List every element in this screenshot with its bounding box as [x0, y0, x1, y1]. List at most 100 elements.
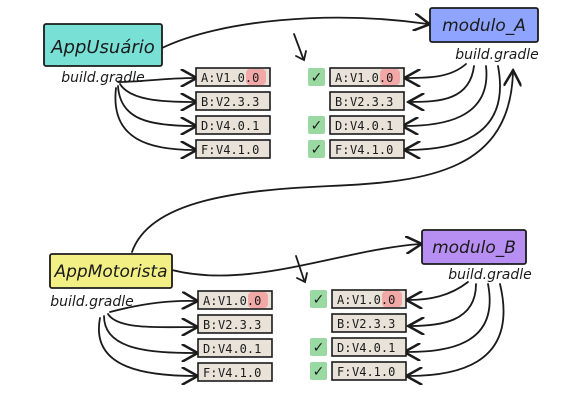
- dependency-module-name: F:: [201, 143, 215, 157]
- dependency-row: F:V4.1.0: [197, 362, 273, 382]
- dependency-tag: [197, 338, 273, 358]
- node-app-usuario-build-gradle: build.gradle: [61, 70, 145, 86]
- check-icon: ✓: [313, 292, 325, 308]
- dependency-module-name: F:: [203, 366, 217, 380]
- dependency-module-name: B:: [335, 95, 349, 109]
- dependency-version: V1.0.0: [216, 71, 259, 85]
- dependency-module-name: A:: [203, 294, 217, 308]
- check-icon: ✓: [313, 364, 325, 380]
- dependency-row: B:V2.3.3: [197, 314, 273, 334]
- dependency-row: ✓ A:V1.0.0: [310, 289, 407, 309]
- check-badge: [308, 140, 325, 158]
- node-module-b-box: [421, 229, 527, 265]
- edge-module-b-dep-f: [408, 283, 505, 376]
- edge-appusuario-module-a: [161, 18, 428, 49]
- check-badge: [310, 362, 327, 380]
- dependency-version: V4.0.1: [350, 119, 393, 133]
- version-highlight: [248, 292, 268, 308]
- node-app-motorista-label: AppMotorista: [54, 262, 168, 282]
- dependency-version: V1.0.0: [218, 294, 261, 308]
- edge-appmotorista-module-b: [171, 244, 420, 277]
- dependency-row: D:V4.0.1: [195, 115, 271, 135]
- dependency-module-name: F:: [335, 143, 349, 157]
- edge-appusuario-dep-a: [117, 78, 195, 82]
- dependency-row: ✓A:V1.0.0: [308, 67, 405, 87]
- dependency-version: V2.3.3: [218, 318, 261, 332]
- dependency-module-name: D:: [335, 119, 349, 133]
- check-badge: [308, 68, 325, 86]
- edge-module-b-dep-b: [410, 283, 477, 326]
- dependency-tag: [331, 361, 407, 381]
- dependency-version: V2.3.3: [352, 317, 395, 331]
- dependency-module-name: B:: [203, 318, 217, 332]
- dependency-module-name: B:: [337, 317, 351, 331]
- dependency-row: A:V1.0.0: [195, 67, 271, 87]
- check-badge: [308, 116, 325, 134]
- dependency-row: B:V2.3.3: [195, 91, 271, 111]
- dependency-module-name: B:: [201, 95, 215, 109]
- dependency-version: V1.0.0: [352, 293, 395, 307]
- dependency-tag: [331, 337, 407, 357]
- connectors: [98, 18, 513, 376]
- check-icon: ✓: [311, 118, 323, 134]
- edge-module-b-dep-d: [406, 283, 491, 352]
- dependency-tag: [329, 139, 405, 159]
- dependency-tag: [197, 314, 273, 334]
- dependency-row: D:V4.0.1: [197, 338, 273, 358]
- dependency-version: V4.0.1: [216, 119, 259, 133]
- edge-appusuario-dep-b: [119, 83, 195, 102]
- version-highlight: [380, 69, 400, 85]
- dependency-module-name: A:: [201, 71, 215, 85]
- edge-appmotorista-dep-a: [109, 301, 196, 313]
- version-highlight: [246, 69, 266, 85]
- node-module-b-label: modulo_B: [432, 238, 516, 258]
- dependency-list-top-left: A:V1.0.0B:V2.3.3D:V4.0.1F:V4.1.0: [195, 67, 271, 159]
- node-module-a-label: modulo_A: [442, 16, 526, 36]
- edge-module-a-dep-b: [410, 65, 475, 102]
- node-app-usuario-label: AppUsuário: [50, 37, 155, 58]
- dependency-list-bottom-left: A:V1.0.0B:V2.3.3D:V4.0.1F:V4.1.0: [197, 290, 273, 382]
- dependency-module-name: D:: [203, 342, 217, 356]
- check-badge: [310, 290, 327, 308]
- dependency-version: V1.0.0: [350, 71, 393, 85]
- edge-appmotorista-dep-d: [103, 315, 196, 353]
- node-module-a-box: [429, 7, 539, 43]
- edge-appmotorista-module-a: [131, 72, 513, 253]
- check-icon: ✓: [311, 142, 323, 158]
- dependency-module-name: A:: [337, 293, 351, 307]
- dependency-module-name: F:: [337, 365, 351, 379]
- edge-appmotorista-dep-f: [98, 317, 196, 376]
- dependency-module-name: A:: [335, 71, 349, 85]
- dependency-version: V4.0.1: [352, 341, 395, 355]
- edge-module-a-dep-a: [406, 63, 467, 78]
- node-app-usuario-box: [43, 23, 163, 67]
- dependency-tag: [195, 91, 271, 111]
- down-arrow-icon: [293, 33, 307, 62]
- dependency-tag: [197, 362, 273, 382]
- check-icon: ✓: [313, 340, 325, 356]
- dependency-version: V4.1.0: [216, 143, 259, 157]
- dependency-version: V2.3.3: [216, 95, 259, 109]
- dependency-tag: [195, 115, 271, 135]
- dependency-module-name: D:: [337, 341, 351, 355]
- node-module-a-build-gradle: build.gradle: [455, 47, 539, 63]
- dependency-list-top-right: ✓A:V1.0.0B:V2.3.3✓D:V4.0.1✓F:V4.1.0: [308, 67, 405, 159]
- dependency-module-name: D:: [201, 119, 215, 133]
- dependency-row: ✓ D:V4.0.1: [310, 337, 407, 357]
- edge-appusuario-dep-d: [117, 85, 195, 126]
- edge-module-b-dep-a: [408, 281, 469, 300]
- check-badge: [310, 338, 327, 356]
- version-highlight: [382, 291, 402, 307]
- dependency-tag: [331, 313, 407, 333]
- edge-module-a-dep-f: [406, 65, 501, 150]
- dependency-list-bottom-right: ✓ A:V1.0.0B:V2.3.3 ✓ D:V4.0.1 ✓ F:V4.1.0: [310, 289, 407, 381]
- dependency-row: ✓F:V4.1.0: [308, 139, 405, 159]
- dependency-version: V4.1.0: [352, 365, 395, 379]
- dependency-version: V4.0.1: [218, 342, 261, 356]
- node-module-a: modulo_A build.gradle: [429, 7, 539, 63]
- dependency-row: B:V2.3.3: [329, 91, 405, 111]
- dependency-row: A:V1.0.0: [197, 290, 273, 310]
- dependency-row: ✓ D:V4.0.1: [308, 115, 405, 135]
- down-arrow-icon: [295, 255, 308, 284]
